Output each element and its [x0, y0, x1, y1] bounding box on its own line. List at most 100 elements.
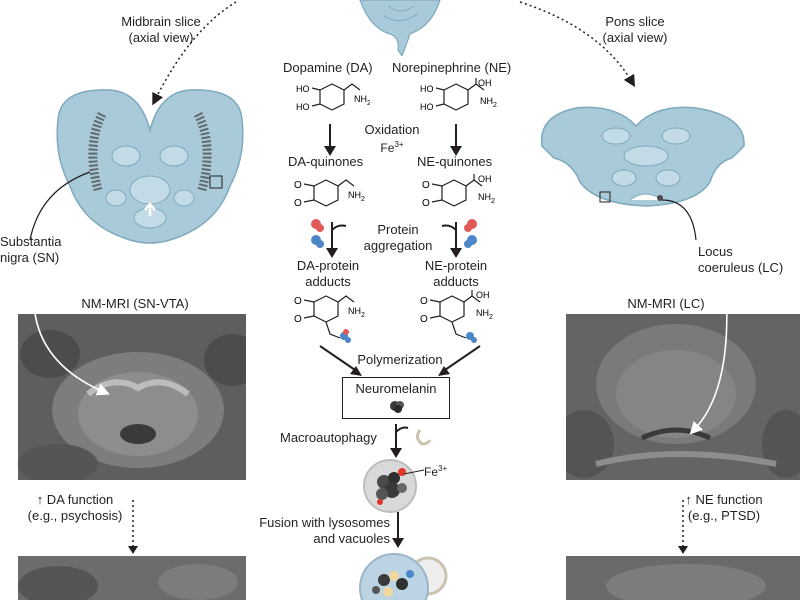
ne-function-label: ↑ NE function (e.g., PTSD) — [664, 492, 784, 524]
protein-text: Protein — [377, 222, 419, 237]
macroautophagy-arrow — [390, 424, 432, 458]
polymerization-label: Polymerization — [357, 352, 443, 367]
midbrain-slice — [56, 89, 244, 244]
arrow-to-pons — [519, 1, 636, 88]
pons-title: Pons slice — [605, 14, 665, 29]
ne-nh2: NH2 — [480, 96, 497, 109]
slice-arrows — [152, 1, 636, 106]
sn-pointer-line — [29, 171, 91, 241]
ne-oh: OH — [478, 78, 492, 88]
da-adduct-o-bottom: O — [294, 314, 302, 325]
da-adducts-line1: DA-protein — [296, 258, 360, 273]
ne-quinones-label: NE-quinones — [417, 154, 493, 169]
protein-aggregation-label: Protein aggregation — [358, 222, 438, 254]
midbrain-title: Midbrain slice — [121, 14, 201, 29]
oxidation-text: Oxidation — [364, 122, 420, 137]
sn-label: Substantia nigra (SN) — [0, 234, 61, 266]
ne-function-line1: ↑ NE function — [685, 492, 763, 507]
sn-label-line2: nigra (SN) — [0, 250, 60, 265]
nh2-subscript: 2 — [493, 102, 497, 109]
midbrain-label: Midbrain slice (axial view) — [86, 14, 236, 46]
ne-adducts-line1: NE-protein — [424, 258, 488, 273]
sn-label-line1: Substantia — [0, 234, 62, 249]
dopamine-label: Dopamine (DA) — [283, 60, 373, 75]
da-adduct-o-top: O — [294, 296, 302, 307]
da-quinone-o-top: O — [294, 180, 302, 191]
fe3-pointer — [403, 469, 425, 475]
arrow-to-midbrain — [152, 1, 237, 106]
lysosome-vacuole-icon — [359, 553, 448, 600]
da-quinone-nh2: NH2 — [348, 190, 365, 203]
lc-label-line2: coeruleus (LC) — [698, 260, 784, 275]
da-quinone-structure: O O NH2 — [294, 179, 365, 209]
da-adduct-nh2: NH2 — [348, 306, 365, 319]
fe3-ion: Fe — [380, 141, 395, 155]
lc-label-line1: Locus — [698, 244, 733, 259]
nh2-subscript: 2 — [361, 312, 365, 319]
da-adducts-line2: adducts — [305, 274, 351, 289]
norepinephrine-structure: HO HO OH NH2 — [420, 78, 497, 112]
fe3-bound-label: Fe3+ — [424, 461, 447, 480]
ne-function-line2: (e.g., PTSD) — [687, 508, 761, 523]
da-adduct-structure: O O NH2 — [294, 295, 365, 343]
da-function-label: ↑ DA function (e.g., psychosis) — [10, 492, 140, 524]
ne-adduct-o-top: O — [420, 296, 428, 307]
phagophore-icon — [415, 429, 432, 446]
ne-quinone-structure: O O OH NH2 — [422, 174, 495, 209]
ne-ho-bottom: HO — [420, 102, 434, 112]
dopamine-structure: HO HO NH2 — [296, 83, 370, 112]
nh2-subscript: 2 — [489, 314, 493, 321]
ne-quinone-nh2: NH2 — [478, 192, 495, 205]
fe3-bound-ion: Fe — [424, 465, 439, 479]
fe3-charge: 3+ — [394, 140, 404, 149]
neuromelanin-granule-icon — [390, 401, 404, 413]
da-function-line2: (e.g., psychosis) — [27, 508, 123, 523]
pons-slice — [540, 106, 745, 207]
ne-adduct-structure: O O OH NH2 — [420, 290, 493, 343]
oxidation-label: Oxidation Fe3+ — [352, 122, 432, 155]
pons-label: Pons slice (axial view) — [570, 14, 700, 46]
midbrain-subtitle: (axial view) — [128, 30, 194, 45]
ne-quinone-o-top: O — [422, 180, 430, 191]
macroautophagy-label: Macroautophagy — [280, 430, 377, 445]
fusion-arrow — [392, 512, 404, 548]
mri-lc-image — [566, 314, 800, 480]
substantia-nigra-left — [88, 111, 107, 192]
lc-pointer-line — [661, 199, 697, 241]
sn-to-mri-arrow — [33, 290, 110, 396]
ne-dotted-arrow — [678, 500, 688, 554]
ne-quinone-oh: OH — [478, 174, 492, 184]
mri-sn-bottom-image — [18, 556, 246, 600]
pons-subtitle: (axial view) — [602, 30, 668, 45]
brainstem-illustration — [359, 0, 441, 56]
lc-to-mri-arrow — [689, 289, 728, 435]
polymerization-arrows — [319, 345, 481, 376]
ne-adducts-label: NE-protein adducts — [414, 258, 498, 290]
neuromelanin-label: Neuromelanin — [355, 381, 437, 396]
nh2-subscript: 2 — [361, 196, 365, 203]
da-dotted-arrow — [128, 500, 138, 554]
substantia-nigra-right — [193, 111, 212, 192]
fe3-label: Fe3+ — [352, 138, 432, 155]
ne-adduct-oh: OH — [476, 290, 490, 300]
da-nh2: NH2 — [354, 94, 370, 107]
fusion-label: Fusion with lysosomes and vacuoles — [242, 515, 390, 547]
da-quinone-o-bottom: O — [294, 198, 302, 209]
neuromelanin-box: Neuromelanin — [342, 377, 450, 419]
norepinephrine-label: Norepinephrine (NE) — [392, 60, 512, 75]
protein-aggregation-arrows — [311, 219, 477, 258]
autophagosome-icon — [363, 459, 417, 513]
ne-adduct-o-bottom: O — [420, 314, 428, 325]
ne-quinone-o-bottom: O — [422, 198, 430, 209]
nh2-subscript: 2 — [491, 198, 495, 205]
aggregation-text: aggregation — [363, 238, 433, 253]
da-ho-bottom: HO — [296, 102, 310, 112]
da-function-line1: ↑ DA function — [36, 492, 114, 507]
nh2-subscript: 2 — [367, 100, 370, 107]
ne-ho-top: HO — [420, 84, 434, 94]
mri-lc-bottom-image — [566, 556, 800, 600]
fe3-bound-charge: 3+ — [438, 464, 448, 473]
mri-sn-title: NM-MRI (SN-VTA) — [81, 296, 189, 311]
ne-adducts-line2: adducts — [433, 274, 479, 289]
da-ho-top: HO — [296, 84, 310, 94]
